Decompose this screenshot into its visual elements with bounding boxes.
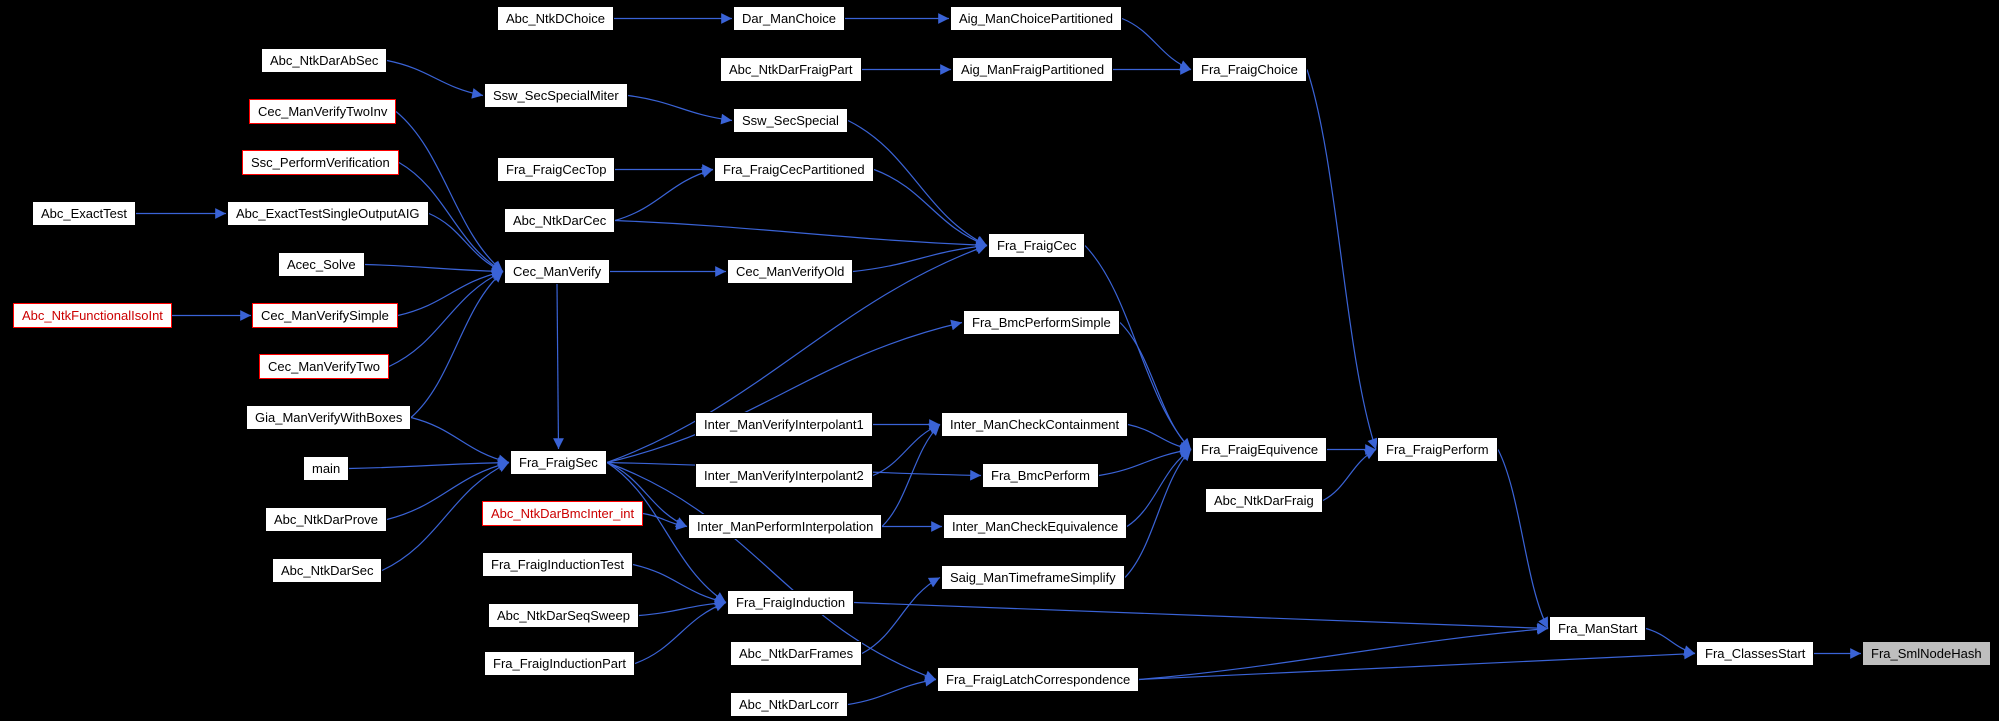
graph-node-Abc_ExactTestSingleOutputAIG[interactable]: Abc_ExactTestSingleOutputAIG (227, 201, 429, 226)
edge-Abc_NtkDarFraig-to-Fra_FraigPerform (1322, 448, 1377, 502)
graph-node-Inter_ManVerifyInterpolant1[interactable]: Inter_ManVerifyInterpolant1 (695, 412, 873, 437)
graph-node-Inter_ManCheckContainment[interactable]: Inter_ManCheckContainment (941, 412, 1129, 437)
graph-node-Fra_FraigLatchCorrespondence[interactable]: Fra_FraigLatchCorrespondence (937, 667, 1140, 692)
edge-Abc_NtkDarAbSec-to-Ssw_SecSpecialMiter (386, 59, 484, 99)
graph-node-Fra_FraigChoice[interactable]: Fra_FraigChoice (1192, 57, 1307, 82)
edge-Abc_NtkDarCec-to-Fra_FraigCec (614, 219, 988, 251)
edge-Inter_ManVerifyInterpolant2-to-Inter_ManCheckContainment (872, 423, 941, 477)
graph-node-Fra_FraigInductionTest[interactable]: Fra_FraigInductionTest (482, 552, 633, 577)
graph-node-Fra_FraigInduction[interactable]: Fra_FraigInduction (727, 590, 855, 615)
edge-Fra_FraigPerform-to-Fra_ManStart (1497, 449, 1549, 629)
edge-Abc_NtkDarProve-to-Fra_FraigSec (386, 459, 510, 521)
graph-node-Inter_ManPerformInterpolation[interactable]: Inter_ManPerformInterpolation (688, 514, 883, 539)
graph-node-Abc_NtkDarCec[interactable]: Abc_NtkDarCec (504, 208, 616, 233)
edge-Abc_ExactTestSingleOutputAIG-to-Cec_ManVerify (428, 212, 504, 273)
graph-node-Dar_ManChoice[interactable]: Dar_ManChoice (733, 6, 845, 31)
edge-Gia_ManVerifyWithBoxes-to-Fra_FraigSec (410, 416, 510, 466)
edge-Abc_NtkDarSec-to-Fra_FraigSec (381, 461, 510, 572)
graph-node-Fra_FraigPerform[interactable]: Fra_FraigPerform (1377, 437, 1498, 462)
edge-Gia_ManVerifyWithBoxes-to-Cec_ManVerify (410, 271, 504, 418)
graph-node-Inter_ManCheckEquivalence[interactable]: Inter_ManCheckEquivalence (943, 514, 1128, 539)
edge-Abc_NtkDarFrames-to-Saig_ManTimeframeSimplify (861, 576, 941, 655)
edge-Fra_FraigInductionTest-to-Fra_FraigInduction (632, 563, 727, 606)
edge-Cec_ManVerifyOld-to-Fra_FraigCec (852, 241, 988, 273)
graph-node-Abc_NtkDarBmcInter_int[interactable]: Abc_NtkDarBmcInter_int (482, 501, 644, 526)
graph-node-Cec_ManVerifyTwoInv[interactable]: Cec_ManVerifyTwoInv (249, 99, 397, 124)
edge-Inter_ManPerformInterpolation-to-Inter_ManCheckContainment (881, 424, 941, 527)
graph-node-Fra_FraigCecTop[interactable]: Fra_FraigCecTop (497, 157, 616, 182)
edge-Fra_FraigInduction-to-Fra_ManStart (853, 601, 1549, 634)
graph-node-Fra_FraigCec[interactable]: Fra_FraigCec (988, 233, 1086, 258)
graph-node-Abc_NtkDarFraigPart[interactable]: Abc_NtkDarFraigPart (720, 57, 862, 82)
edge-Cec_ManVerifySimple-to-Cec_ManVerify (397, 268, 504, 317)
graph-node-Fra_FraigEquivence[interactable]: Fra_FraigEquivence (1192, 437, 1328, 462)
graph-node-Fra_SmlNodeHash: Fra_SmlNodeHash (1862, 641, 1991, 666)
edge-Abc_NtkDarLcorr-to-Fra_FraigLatchCorrespondence (847, 675, 937, 706)
graph-node-Abc_ExactTest[interactable]: Abc_ExactTest (32, 201, 136, 226)
edge-Cec_ManVerifyTwo-to-Cec_ManVerify (388, 270, 504, 368)
graph-node-Abc_NtkDarAbSec[interactable]: Abc_NtkDarAbSec (261, 48, 388, 73)
edge-Fra_FraigCecPartitioned-to-Fra_FraigCec (873, 168, 988, 247)
graph-node-Abc_NtkFunctionalIsoInt[interactable]: Abc_NtkFunctionalIsoInt (13, 303, 172, 328)
graph-node-Cec_ManVerifyTwo[interactable]: Cec_ManVerifyTwo (259, 354, 389, 379)
graph-node-Inter_ManVerifyInterpolant2[interactable]: Inter_ManVerifyInterpolant2 (695, 463, 873, 488)
graph-node-Gia_ManVerifyWithBoxes[interactable]: Gia_ManVerifyWithBoxes (246, 405, 412, 430)
edge-Abc_NtkDarCec-to-Fra_FraigCecPartitioned (614, 167, 714, 222)
graph-node-Abc_NtkDChoice[interactable]: Abc_NtkDChoice (497, 6, 614, 31)
edge-Fra_FraigLatchCorrespondence-to-Fra_ManStart (1138, 624, 1549, 681)
edge-Fra_FraigSec-to-Fra_BmcPerformSimple (606, 319, 963, 464)
graph-node-Fra_ClassesStart[interactable]: Fra_ClassesStart (1696, 641, 1815, 666)
edge-Inter_ManCheckContainment-to-Fra_FraigEquivence (1127, 423, 1192, 453)
edge-Fra_FraigInductionPart-to-Fra_FraigInduction (634, 601, 727, 665)
graph-node-Abc_NtkDarSec[interactable]: Abc_NtkDarSec (272, 558, 383, 583)
edge-Ssc_PerformVerification-to-Cec_ManVerify (398, 161, 504, 273)
edge-main-to-Fra_FraigSec (348, 457, 510, 470)
edge-Fra_FraigSec-to-Fra_FraigInduction (606, 461, 727, 604)
graph-node-Cec_ManVerifySimple[interactable]: Cec_ManVerifySimple (252, 303, 398, 328)
graph-node-main[interactable]: main (303, 456, 350, 481)
edge-Ssw_SecSpecial-to-Fra_FraigCec (847, 119, 988, 247)
graph-node-Abc_NtkDarProve[interactable]: Abc_NtkDarProve (265, 507, 388, 532)
edge-Fra_BmcPerformSimple-to-Fra_FraigEquivence (1119, 322, 1192, 450)
graph-node-Ssw_SecSpecialMiter[interactable]: Ssw_SecSpecialMiter (484, 83, 628, 108)
graph-node-Abc_NtkDarFrames[interactable]: Abc_NtkDarFrames (730, 641, 863, 666)
graph-node-Fra_FraigSec[interactable]: Fra_FraigSec (510, 450, 607, 475)
edge-Saig_ManTimeframeSimplify-to-Fra_FraigEquivence (1124, 449, 1192, 578)
graph-node-Aig_ManFraigPartitioned[interactable]: Aig_ManFraigPartitioned (952, 57, 1114, 82)
graph-node-Abc_NtkDarSeqSweep[interactable]: Abc_NtkDarSeqSweep (488, 603, 639, 628)
edge-Ssw_SecSpecialMiter-to-Ssw_SecSpecial (627, 94, 733, 125)
edge-Cec_ManVerify-to-Fra_FraigSec (553, 283, 564, 450)
edge-Fra_ManStart-to-Fra_ClassesStart (1645, 627, 1696, 656)
edge-Abc_NtkDarBmcInter_int-to-Inter_ManPerformInterpolation (642, 512, 688, 531)
graph-node-Cec_ManVerify[interactable]: Cec_ManVerify (504, 259, 611, 284)
graph-node-Abc_NtkDarLcorr[interactable]: Abc_NtkDarLcorr (730, 692, 848, 717)
edge-Fra_FraigSec-to-Fra_FraigLatchCorrespondence (606, 461, 937, 681)
graph-node-Ssc_PerformVerification[interactable]: Ssc_PerformVerification (242, 150, 399, 175)
graph-node-Aig_ManChoicePartitioned[interactable]: Aig_ManChoicePartitioned (950, 6, 1122, 31)
graph-node-Cec_ManVerifyOld[interactable]: Cec_ManVerifyOld (727, 259, 854, 284)
edge-Fra_FraigSec-to-Fra_FraigCec (606, 244, 988, 464)
edge-Fra_BmcPerform-to-Fra_FraigEquivence (1098, 445, 1192, 477)
edge-Aig_ManChoicePartitioned-to-Fra_FraigChoice (1121, 17, 1192, 71)
graph-node-Fra_FraigInductionPart[interactable]: Fra_FraigInductionPart (484, 651, 635, 676)
graph-node-Fra_ManStart[interactable]: Fra_ManStart (1549, 616, 1647, 641)
edge-Cec_ManVerifyTwoInv-to-Cec_ManVerify (395, 111, 504, 272)
graph-node-Fra_BmcPerformSimple[interactable]: Fra_BmcPerformSimple (963, 310, 1120, 335)
edge-Fra_FraigLatchCorrespondence-to-Fra_ClassesStart (1138, 648, 1696, 681)
graph-node-Abc_NtkDarFraig[interactable]: Abc_NtkDarFraig (1205, 488, 1323, 513)
graph-node-Fra_FraigCecPartitioned[interactable]: Fra_FraigCecPartitioned (714, 157, 874, 182)
graph-node-Ssw_SecSpecial[interactable]: Ssw_SecSpecial (733, 108, 848, 133)
edge-Acec_Solve-to-Cec_ManVerify (364, 263, 504, 277)
graph-node-Saig_ManTimeframeSimplify[interactable]: Saig_ManTimeframeSimplify (941, 565, 1125, 590)
edge-Fra_FraigChoice-to-Fra_FraigPerform (1306, 69, 1378, 450)
graph-node-Fra_BmcPerform[interactable]: Fra_BmcPerform (982, 463, 1099, 488)
graph-node-Acec_Solve[interactable]: Acec_Solve (278, 252, 365, 277)
